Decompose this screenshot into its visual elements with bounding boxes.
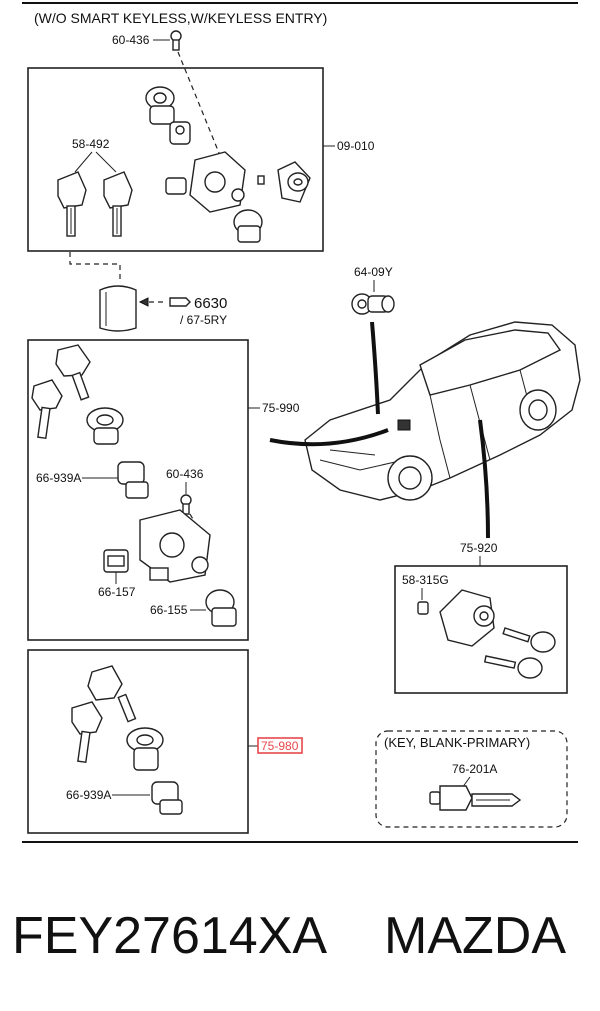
label-fig-ref: 6630 <box>194 295 227 312</box>
label-key-top: 58-492 <box>72 137 110 151</box>
bottom-assembly-box <box>27 649 249 834</box>
dashed-connector <box>69 252 121 282</box>
label-switch-mid: 66-155 <box>150 603 188 617</box>
cylinder-icon-mid <box>86 407 124 445</box>
label-trunk-cylinder: 64-09Y <box>354 265 393 279</box>
key-icon-left <box>57 171 87 237</box>
switch-icon <box>233 209 263 243</box>
trunk-cylinder-icon <box>351 293 395 315</box>
key-icon-bottom-b <box>71 701 103 764</box>
part-number-caption: FEY27614XA <box>12 907 327 965</box>
tumbler-icon-bottom <box>151 781 183 815</box>
pointer-door <box>478 419 490 539</box>
bolt-icon-mid <box>180 494 192 515</box>
clip-icon <box>417 601 429 615</box>
pointer-trunk <box>370 321 380 415</box>
door-key-icon-a <box>502 627 556 653</box>
label-assembly-top: 09-010 <box>337 139 375 153</box>
module-icon-mid <box>103 549 129 573</box>
key-icon-right <box>103 171 133 237</box>
door-lock-box <box>394 565 568 694</box>
top-assembly-box <box>27 67 324 252</box>
middle-assembly-group: 66-939A 60-436 66-157 66-155 75-990 <box>27 339 300 641</box>
door-lock-group: 75-920 58-315G <box>394 541 568 694</box>
bolt-icon <box>170 30 182 51</box>
label-lock-set-bottom: 75-980 <box>261 739 299 753</box>
steering-lock-body-icon <box>165 151 265 213</box>
middle-assembly-box <box>27 339 249 641</box>
tumbler-icon-mid <box>117 461 149 499</box>
door-cylinder-icon-top <box>277 161 311 203</box>
highlight-box <box>257 737 303 754</box>
reference-hand-icon <box>169 297 191 307</box>
blank-key-box <box>375 730 568 828</box>
leader-key-top-a <box>74 151 93 173</box>
section-header: (W/O SMART KEYLESS,W/KEYLESS ENTRY) <box>34 10 327 26</box>
top-assembly-group: 60-436 <box>27 30 375 252</box>
brand-caption: MAZDA <box>384 907 566 965</box>
cylinder-icon-bottom <box>126 727 164 771</box>
blank-key-icon <box>429 785 522 811</box>
label-fig-sub: / 67-5RY <box>180 313 227 327</box>
switch-icon-mid <box>205 589 237 627</box>
label-bolt-top: 60-436 <box>112 33 150 47</box>
car-illustration <box>304 321 581 501</box>
label-module-mid: 66-157 <box>98 585 136 599</box>
label-door-clip: 58-315G <box>402 573 449 587</box>
leader-key-top-b <box>95 151 117 173</box>
key-icon-bottom-a <box>87 665 137 723</box>
key-icon-mid-b <box>31 379 63 440</box>
arrow-head-icon <box>138 297 149 307</box>
label-lock-set-mid: 75-990 <box>262 401 300 415</box>
label-bolt-mid: 60-436 <box>166 467 204 481</box>
door-cylinder-icon <box>439 589 495 647</box>
blank-key-group: (KEY, BLANK-PRIMARY) 76-201A <box>375 730 568 828</box>
door-key-icon-b <box>483 655 543 679</box>
pointer-ignition <box>269 428 389 447</box>
label-cylinder-mid: 66-939A <box>36 471 81 485</box>
label-blank-key: 76-201A <box>452 762 497 776</box>
key-icon-mid-a <box>55 344 91 401</box>
bottom-assembly-group: 66-939A 75-980 <box>27 649 303 834</box>
ignition-cylinder-icon <box>145 86 191 145</box>
label-door-set: 75-920 <box>460 541 498 555</box>
label-blank-key-title: (KEY, BLANK-PRIMARY) <box>384 735 530 750</box>
steering-lock-icon-mid <box>139 509 211 583</box>
label-cylinder-bottom: 66-939A <box>66 788 111 802</box>
sleeve-icon <box>99 285 137 332</box>
